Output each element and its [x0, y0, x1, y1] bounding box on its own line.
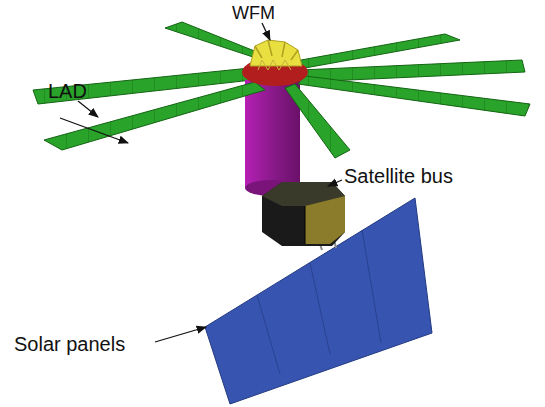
lad-panels: [44, 76, 530, 158]
satellite-bus: [262, 182, 345, 246]
instrument-label: WFM: [232, 4, 275, 24]
wfm-instrument: [242, 40, 308, 86]
part-label: Satellite bus: [344, 165, 453, 187]
instrument-label: LAD: [48, 80, 87, 102]
part-label: Solar panels: [14, 333, 125, 355]
leader-lines: [60, 23, 342, 342]
